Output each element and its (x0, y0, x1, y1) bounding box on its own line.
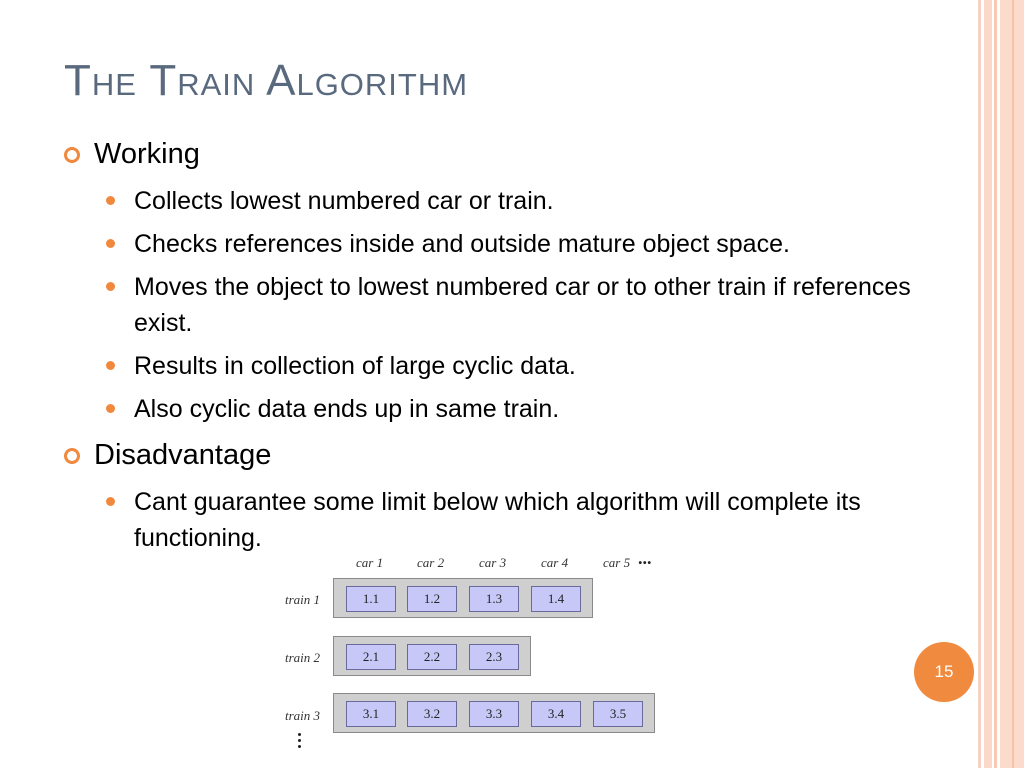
train-label: train 3 (285, 708, 321, 723)
ring-bullet-icon (64, 448, 80, 464)
page-number-badge: 15 (914, 642, 974, 702)
car-box: 3.4 (531, 701, 581, 727)
ring-bullet-icon (64, 147, 80, 163)
sub-bullet-text: Results in collection of large cyclic da… (134, 352, 576, 380)
train-row: 3.1 3.2 3.3 3.4 3.5 (333, 693, 655, 733)
car-header: car 4 (541, 555, 569, 570)
car-box: 2.2 (407, 644, 457, 670)
sub-bullet-text: Checks references inside and outside mat… (134, 230, 790, 258)
dot-bullet-icon (106, 282, 115, 291)
decor-stripe (978, 0, 981, 768)
decor-stripe (1012, 0, 1014, 768)
train-label: train 1 (285, 592, 321, 607)
car-header: car 5 (603, 555, 631, 570)
dot-bullet-icon (106, 404, 115, 413)
car-box: 3.5 (593, 701, 643, 727)
dot-bullet-icon (106, 361, 115, 370)
train-diagram: car 1 car 2 car 3 car 4 car 5 ... train … (270, 548, 670, 760)
train-row: 1.1 1.2 1.3 1.4 (333, 578, 593, 618)
bullet-label: Working (94, 138, 200, 170)
decor-stripe (984, 0, 992, 768)
car-header: car 2 (417, 555, 445, 570)
sub-bullet-text: Collects lowest numbered car or train. (134, 187, 554, 215)
bullet-label: Disadvantage (94, 439, 272, 471)
car-box: 3.3 (469, 701, 519, 727)
dot-bullet-icon (106, 196, 115, 205)
car-box: 1.2 (407, 586, 457, 612)
slide-title: The Train Algorithm (64, 56, 469, 105)
train-label: train 2 (285, 650, 321, 665)
car-box: 2.3 (469, 644, 519, 670)
car-box: 3.1 (346, 701, 396, 727)
car-header: car 3 (479, 555, 507, 570)
car-header: car 1 (356, 555, 384, 570)
decor-stripe (994, 0, 997, 768)
more-cars-ellipsis: ... (638, 548, 652, 568)
sub-bullet-text: Cant guarantee some limit below which al… (134, 488, 861, 552)
sub-bullet-text: Also cyclic data ends up in same train. (134, 395, 560, 423)
sub-bullet-text: Moves the object to lowest numbered car … (134, 273, 911, 337)
dot-bullet-icon (106, 239, 115, 248)
car-box: 1.1 (346, 586, 396, 612)
more-trains-vertical-dots (298, 733, 302, 751)
car-box: 1.4 (531, 586, 581, 612)
train-row: 2.1 2.2 2.3 (333, 636, 531, 676)
car-box: 3.2 (407, 701, 457, 727)
car-box: 1.3 (469, 586, 519, 612)
dot-bullet-icon (106, 497, 115, 506)
car-box: 2.1 (346, 644, 396, 670)
